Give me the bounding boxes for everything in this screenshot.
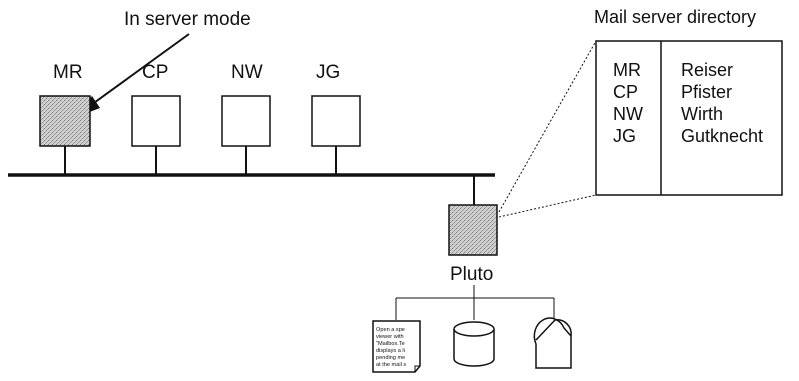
directory-code: NW — [613, 104, 643, 124]
directory-code: CP — [613, 82, 638, 102]
directory-code: JG — [613, 126, 636, 146]
server-mode-annotation: In server mode — [124, 9, 251, 30]
disk-icon — [453, 321, 495, 367]
workstation-cp — [131, 95, 181, 147]
document-text-line: at the mail s — [376, 362, 406, 368]
document-text-line: "Mailbox.Te — [376, 341, 405, 347]
directory-panel — [595, 40, 783, 196]
workstation-jg — [311, 95, 361, 147]
document-text-line: Open a spe — [376, 327, 405, 333]
directory-name: Gutknecht — [681, 126, 763, 146]
directory-title: Mail server directory — [594, 7, 756, 27]
workstation-nw — [221, 95, 271, 147]
directory-name: Reiser — [681, 60, 733, 80]
server-label: Pluto — [450, 264, 493, 285]
directory-callout-upper — [498, 40, 597, 213]
workstation-label-jg: JG — [316, 62, 340, 83]
directory-callout-lower — [498, 194, 597, 218]
printer-icon — [533, 317, 572, 369]
directory-code: MR — [613, 60, 641, 80]
document-text-line: pending me — [376, 355, 405, 361]
server-mode-arrow — [79, 33, 190, 114]
workstation-label-cp: CP — [142, 62, 168, 83]
document-text-line: displays a li — [376, 348, 405, 354]
document-text-line: viewer with — [376, 334, 404, 340]
document-icon: Open a spe viewer with "Mailbox.Te displ… — [372, 320, 421, 373]
workstation-mr — [39, 95, 91, 147]
directory-name: Wirth — [681, 104, 723, 124]
directory-name: Pfister — [681, 82, 732, 102]
workstation-label-nw: NW — [231, 62, 263, 83]
server-pluto — [448, 204, 498, 256]
workstation-label-mr: MR — [53, 62, 83, 83]
